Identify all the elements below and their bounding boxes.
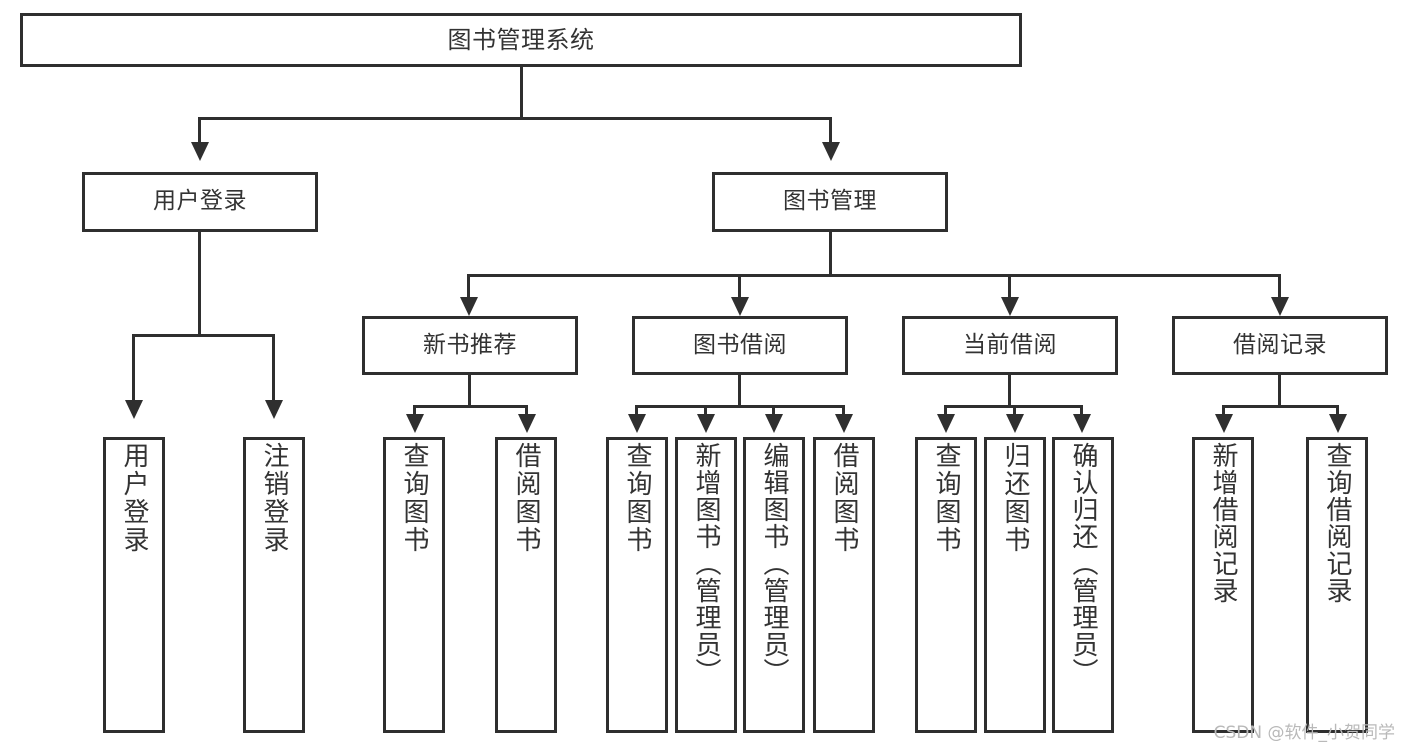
leaf-current-borrow-return-book[interactable]: 归还图书 — [984, 437, 1046, 733]
node-label: 借阅图书 — [829, 442, 859, 554]
connector-bookborrow-bus — [635, 405, 845, 408]
node-new-book-recommend[interactable]: 新书推荐 — [362, 316, 578, 375]
node-label: 用户登录 — [119, 442, 149, 554]
node-label: 图书管理 — [783, 188, 877, 215]
connector-root-to-book-management — [829, 117, 832, 145]
leaf-new-book-query-book[interactable]: 查询图书 — [383, 437, 445, 733]
connector-bm-drop-4 — [1278, 274, 1281, 302]
node-label: 查询图书 — [622, 442, 652, 554]
node-label: 图书管理系统 — [447, 25, 595, 54]
connector-borrowrecord-stem — [1278, 375, 1281, 407]
node-label: 图书借阅 — [693, 331, 787, 358]
node-current-borrow[interactable]: 当前借阅 — [902, 316, 1118, 375]
connector-bm-drop-1 — [467, 274, 470, 302]
connector-currentborrow-drop-3 — [1080, 405, 1083, 419]
arrowhead-user-login-1 — [125, 400, 143, 419]
connector-bookborrow-drop-4 — [842, 405, 845, 419]
connector-currentborrow-drop-1 — [944, 405, 947, 419]
leaf-user-login-login[interactable]: 用户登录 — [103, 437, 165, 733]
arrowhead-bm-1 — [460, 297, 478, 316]
arrowhead-currentborrow-1 — [937, 414, 955, 433]
arrowhead-bookborrow-1 — [628, 414, 646, 433]
node-label: 新增借阅记录 — [1208, 442, 1238, 604]
connector-newbook-drop-2 — [525, 405, 528, 419]
arrowhead-root-to-book-management — [822, 142, 840, 161]
arrowhead-bm-2 — [731, 297, 749, 316]
leaf-book-borrow-add-book-admin[interactable]: 新增图书（管理员） — [675, 437, 737, 733]
connector-user-login-drop-2 — [272, 334, 275, 404]
node-book-borrow[interactable]: 图书借阅 — [632, 316, 848, 375]
connector-newbook-bus — [413, 405, 528, 408]
node-root-book-management-system[interactable]: 图书管理系统 — [20, 13, 1022, 67]
arrowhead-borrowrecord-2 — [1329, 414, 1347, 433]
node-label: 注销登录 — [259, 442, 289, 554]
arrowhead-bm-3 — [1001, 297, 1019, 316]
node-label: 归还图书 — [1000, 442, 1030, 554]
connector-borrowrecord-drop-1 — [1222, 405, 1225, 419]
connector-bookborrow-drop-2 — [704, 405, 707, 419]
leaf-book-borrow-edit-book-admin[interactable]: 编辑图书（管理员） — [743, 437, 805, 733]
connector-bm-drop-3 — [1008, 274, 1011, 302]
connector-bookborrow-drop-3 — [772, 405, 775, 419]
node-label: 查询图书 — [399, 442, 429, 554]
connector-bookborrow-drop-1 — [635, 405, 638, 419]
node-user-login[interactable]: 用户登录 — [82, 172, 318, 232]
leaf-user-login-logout[interactable]: 注销登录 — [243, 437, 305, 733]
connector-book-management-stem — [829, 232, 832, 276]
arrowhead-currentborrow-2 — [1006, 414, 1024, 433]
node-book-management[interactable]: 图书管理 — [712, 172, 948, 232]
arrowhead-user-login-2 — [265, 400, 283, 419]
connector-root-to-user-login — [198, 117, 201, 145]
connector-newbook-stem — [468, 375, 471, 407]
node-label: 借阅图书 — [511, 442, 541, 554]
connector-root-stem — [520, 67, 523, 119]
connector-root-bus — [198, 117, 832, 120]
node-label: 借阅记录 — [1233, 331, 1327, 358]
leaf-current-borrow-query-book[interactable]: 查询图书 — [915, 437, 977, 733]
node-label: 确认归还（管理员） — [1068, 442, 1098, 685]
arrowhead-bookborrow-3 — [765, 414, 783, 433]
arrowhead-bm-4 — [1271, 297, 1289, 316]
arrowhead-root-to-user-login — [191, 142, 209, 161]
connector-currentborrow-drop-2 — [1013, 405, 1016, 419]
leaf-new-book-borrow-book[interactable]: 借阅图书 — [495, 437, 557, 733]
node-label: 新增图书（管理员） — [691, 442, 721, 685]
node-label: 用户登录 — [153, 188, 247, 215]
connector-borrowrecord-bus — [1222, 405, 1339, 408]
csdn-watermark: CSDN @软件_小贺同学 — [1213, 723, 1395, 743]
leaf-borrow-record-query-record[interactable]: 查询借阅记录 — [1306, 437, 1368, 733]
arrowhead-bookborrow-2 — [697, 414, 715, 433]
leaf-book-borrow-query-book[interactable]: 查询图书 — [606, 437, 668, 733]
connector-currentborrow-bus — [944, 405, 1081, 408]
connector-user-login-stem — [198, 232, 201, 336]
connector-book-management-bus — [467, 274, 1279, 277]
arrowhead-currentborrow-3 — [1073, 414, 1091, 433]
connector-user-login-drop-1 — [132, 334, 135, 404]
connector-bookborrow-stem — [738, 375, 741, 407]
arrowhead-newbook-1 — [406, 414, 424, 433]
arrowhead-bookborrow-4 — [835, 414, 853, 433]
leaf-borrow-record-add-record[interactable]: 新增借阅记录 — [1192, 437, 1254, 733]
connector-currentborrow-stem — [1008, 375, 1011, 407]
leaf-current-borrow-confirm-return-admin[interactable]: 确认归还（管理员） — [1052, 437, 1114, 733]
leaf-book-borrow-borrow-book[interactable]: 借阅图书 — [813, 437, 875, 733]
arrowhead-borrowrecord-1 — [1215, 414, 1233, 433]
node-label: 新书推荐 — [423, 331, 517, 358]
connector-bm-drop-2 — [738, 274, 741, 302]
connector-borrowrecord-drop-2 — [1336, 405, 1339, 419]
connector-user-login-bus — [132, 334, 272, 337]
node-borrow-record[interactable]: 借阅记录 — [1172, 316, 1388, 375]
node-label: 查询借阅记录 — [1322, 442, 1352, 604]
arrowhead-newbook-2 — [518, 414, 536, 433]
connector-newbook-drop-1 — [413, 405, 416, 419]
node-label: 查询图书 — [931, 442, 961, 554]
node-label: 编辑图书（管理员） — [759, 442, 789, 685]
node-label: 当前借阅 — [963, 331, 1057, 358]
